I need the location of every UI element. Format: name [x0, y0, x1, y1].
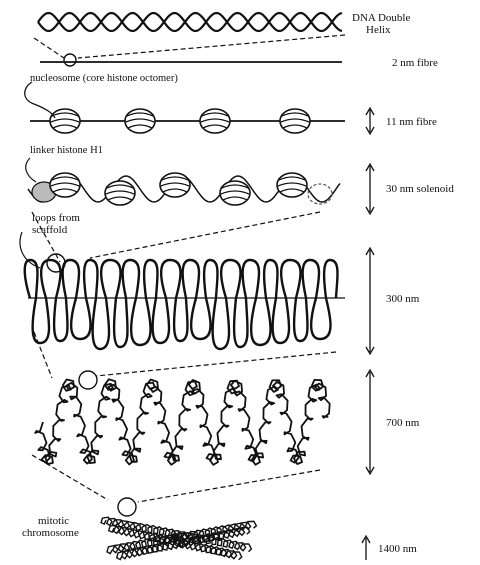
label-scaffold: scaffold — [32, 224, 67, 236]
label-300nm: 300 nm — [386, 293, 419, 305]
solenoid-30nm — [26, 158, 340, 262]
label-1400nm: 1400 nm — [378, 543, 417, 555]
label-700nm: 700 nm — [386, 417, 419, 429]
label-loops-from: loops from — [32, 212, 80, 224]
loops-300nm — [20, 232, 345, 378]
size-arrow-700nm — [366, 370, 374, 474]
dna-double-helix — [38, 13, 342, 31]
label-mitotic: mitotic — [38, 515, 69, 527]
label-chromosome: chromosome — [22, 527, 79, 539]
label-helix: Helix — [366, 24, 390, 36]
fibre-2nm-line — [34, 35, 345, 66]
coiled-700nm — [32, 371, 330, 502]
label-30nm-solenoid: 30 nm solenoid — [386, 183, 454, 195]
size-arrow-300nm — [366, 248, 374, 354]
mitotic-chromosome — [101, 498, 256, 560]
label-linker-histone: linker histone H1 — [30, 145, 103, 157]
label-11nm-fibre: 11 nm fibre — [386, 116, 437, 128]
size-arrow-30nm — [366, 164, 374, 214]
label-dna-double: DNA Double — [352, 12, 410, 24]
size-arrow-1400nm — [362, 536, 370, 560]
label-2nm-fibre: 2 nm fibre — [392, 57, 438, 69]
fibre-11nm — [25, 82, 345, 133]
label-nucleosome: nucleosome (core histone octomer) — [30, 73, 178, 85]
size-arrow-11nm — [366, 108, 374, 134]
